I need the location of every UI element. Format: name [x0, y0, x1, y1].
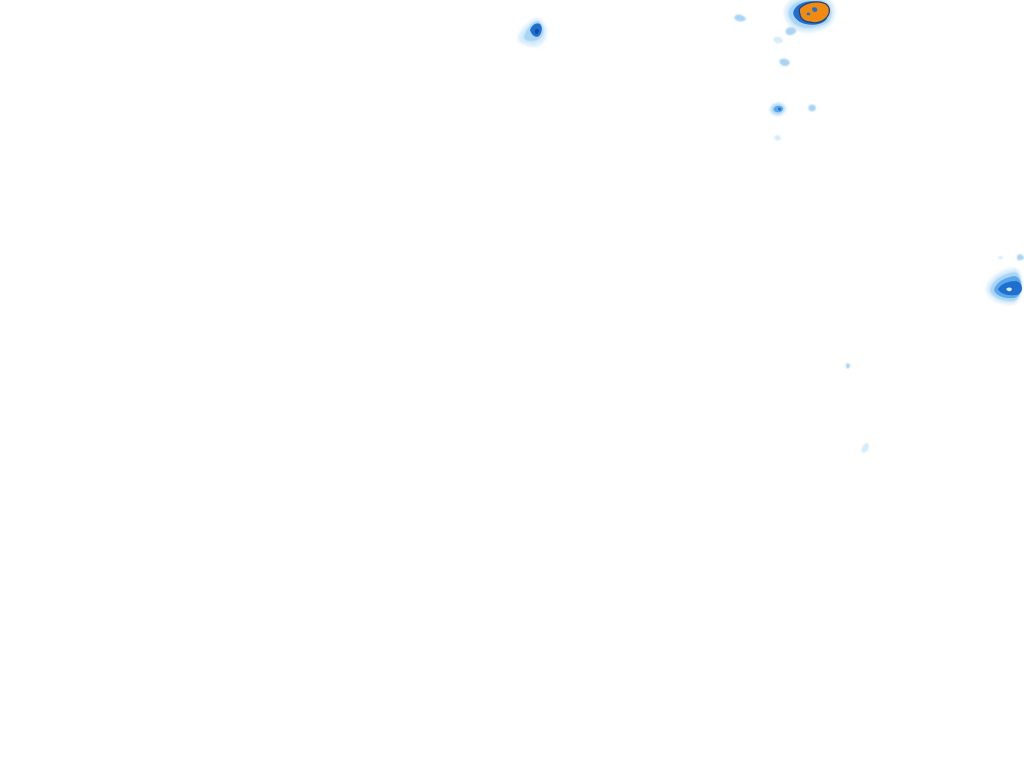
precip-echo-center-north: [517, 18, 547, 47]
precip-echo-fleck-5: [774, 135, 781, 141]
precip-echo-northeast-storm: [784, 0, 835, 36]
precip-echo-fleck-4: [808, 104, 816, 112]
precip-echo-fleck-2: [773, 36, 783, 44]
precip-echo-east-edge-cell: [986, 254, 1024, 305]
precip-echo-fleck-6: [846, 363, 851, 369]
precip-echo-fleck-3: [779, 58, 790, 67]
precip-echo-fleck-1: [734, 14, 746, 22]
precip-echo-fleck-7: [861, 442, 869, 453]
precip-echo-cell-east-1: [770, 103, 786, 116]
